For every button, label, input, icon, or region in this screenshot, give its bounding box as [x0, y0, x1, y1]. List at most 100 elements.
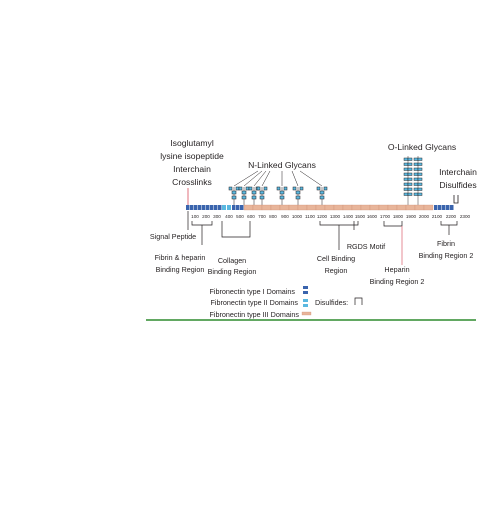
interchain-disulfides-label-line2: Disulfides — [439, 180, 476, 190]
tick-label: 1300 — [330, 214, 341, 219]
tick-label: 2300 — [460, 214, 471, 219]
tick-label: 100 — [191, 214, 199, 219]
o-linked-glycans — [403, 156, 423, 206]
type-iii-domain — [414, 204, 425, 211]
type-ii-domain — [222, 205, 226, 210]
tick-label: 1500 — [355, 214, 366, 219]
n-linked-glycans-label: N-Linked Glycans — [248, 160, 316, 170]
type-i-domain — [450, 205, 454, 210]
type-iii-domain — [333, 204, 344, 211]
legend-type-ii-swatch — [303, 299, 308, 302]
fibrin2-label-line1: Fibrin — [437, 239, 455, 248]
legend-type-ii-label: Fibronectin type II Domains — [211, 298, 299, 307]
type-iii-domain — [378, 204, 389, 211]
fibrin2-label-line2: Binding Region 2 — [419, 251, 474, 260]
legend-disulfides-label: Disulfides: — [315, 298, 348, 307]
type-i-domain — [240, 205, 244, 210]
type-iii-domain — [387, 204, 398, 211]
type-iii-domain — [351, 204, 362, 211]
glycan-tree — [316, 186, 328, 205]
tick-label: 500 — [236, 214, 244, 219]
type-i-domain — [236, 205, 240, 210]
type-i-domain — [190, 205, 194, 210]
disulfide-legend-icon — [354, 297, 363, 305]
glycan-tree — [238, 186, 250, 205]
type-iii-domain — [405, 204, 416, 211]
legend-type-i-swatch — [303, 286, 308, 289]
legend-type-i-label: Fibronectin type I Domains — [210, 287, 296, 296]
type-i-domain — [442, 205, 446, 210]
tick-label: 1700 — [380, 214, 391, 219]
fibrin-heparin-label-line1: Fibrin & heparin — [155, 253, 206, 262]
tick-label: 1600 — [367, 214, 378, 219]
tick-label: 300 — [213, 214, 221, 219]
type-i-domain — [218, 205, 222, 210]
tick-label: 2100 — [432, 214, 443, 219]
isoglutamyl-label-line1: Isoglutamyl — [170, 138, 214, 148]
type-i-domain — [186, 205, 190, 210]
type-iii-domain — [396, 204, 407, 211]
tick-label: 2200 — [446, 214, 457, 219]
collagen-label-line2: Binding Region — [208, 267, 257, 276]
legend-type-i-swatch — [303, 291, 308, 294]
glycan-tree — [228, 186, 240, 205]
type-i-domain — [232, 205, 236, 210]
type-iii-domain — [252, 204, 263, 211]
glycan-tree — [276, 186, 288, 205]
type-i-domain — [210, 205, 214, 210]
tick-label: 1000 — [292, 214, 303, 219]
tick-label: 200 — [202, 214, 210, 219]
rgds-motif-label: RGDS Motif — [347, 242, 385, 251]
tick-label: 900 — [281, 214, 289, 219]
cell-binding-label-line2: Region — [325, 266, 348, 275]
type-iii-domain — [297, 204, 308, 211]
type-i-domain — [434, 205, 438, 210]
interchain-disulfides-label-line1: Interchain — [439, 167, 477, 177]
o-linked-glycans-label: O-Linked Glycans — [388, 142, 456, 152]
tick-label: 1900 — [406, 214, 417, 219]
tick-label: 1800 — [393, 214, 404, 219]
type-iii-domain — [270, 204, 281, 211]
type-iii-domain — [423, 204, 434, 211]
collagen-label-line1: Collagen — [218, 256, 246, 265]
interchain-disulfide-marker — [453, 195, 459, 204]
cell-binding-label-line1: Cell Binding — [317, 254, 355, 263]
type-i-domain — [206, 205, 210, 210]
legend-type-ii-swatch — [303, 304, 308, 307]
glycan-tree — [256, 186, 268, 205]
type-iii-domain — [369, 204, 380, 211]
type-i-domain — [446, 205, 450, 210]
type-iii-domain — [243, 204, 254, 211]
type-i-domain — [194, 205, 198, 210]
region-brackets — [187, 211, 458, 250]
tick-label: 1100 — [305, 214, 315, 219]
type-iii-domain — [324, 204, 335, 211]
type-iii-domain — [288, 204, 299, 211]
signal-peptide-label: Signal Peptide — [150, 232, 196, 241]
type-iii-domain — [261, 204, 272, 211]
residue-tick-labels: 100 200 300 400 500 600 700 800 900 1000… — [191, 214, 470, 219]
type-i-domain — [438, 205, 442, 210]
tick-label: 1200 — [317, 214, 328, 219]
heparin2-label-line2: Binding Region 2 — [370, 277, 425, 286]
type-iii-domain — [342, 204, 353, 211]
legend: Fibronectin type I Domains Fibronectin t… — [210, 286, 363, 319]
type-i-domain — [202, 205, 206, 210]
type-ii-domain — [227, 205, 231, 210]
glycan-tree — [292, 186, 304, 205]
tick-label: 1400 — [343, 214, 354, 219]
tick-label: 600 — [247, 214, 255, 219]
type-iii-domain — [315, 204, 326, 211]
isoglutamyl-label-line4: Crosslinks — [172, 177, 212, 187]
type-i-domain — [214, 205, 218, 210]
tick-label: 400 — [225, 214, 233, 219]
tick-label: 800 — [269, 214, 277, 219]
type-iii-domain — [279, 204, 290, 211]
n-linked-glycans — [228, 170, 328, 205]
type-iii-domain — [306, 204, 317, 211]
type-iii-domain — [360, 204, 371, 211]
heparin2-label-line1: Heparin — [384, 265, 409, 274]
fibrin-heparin-label-line2: Binding Region — [156, 265, 205, 274]
